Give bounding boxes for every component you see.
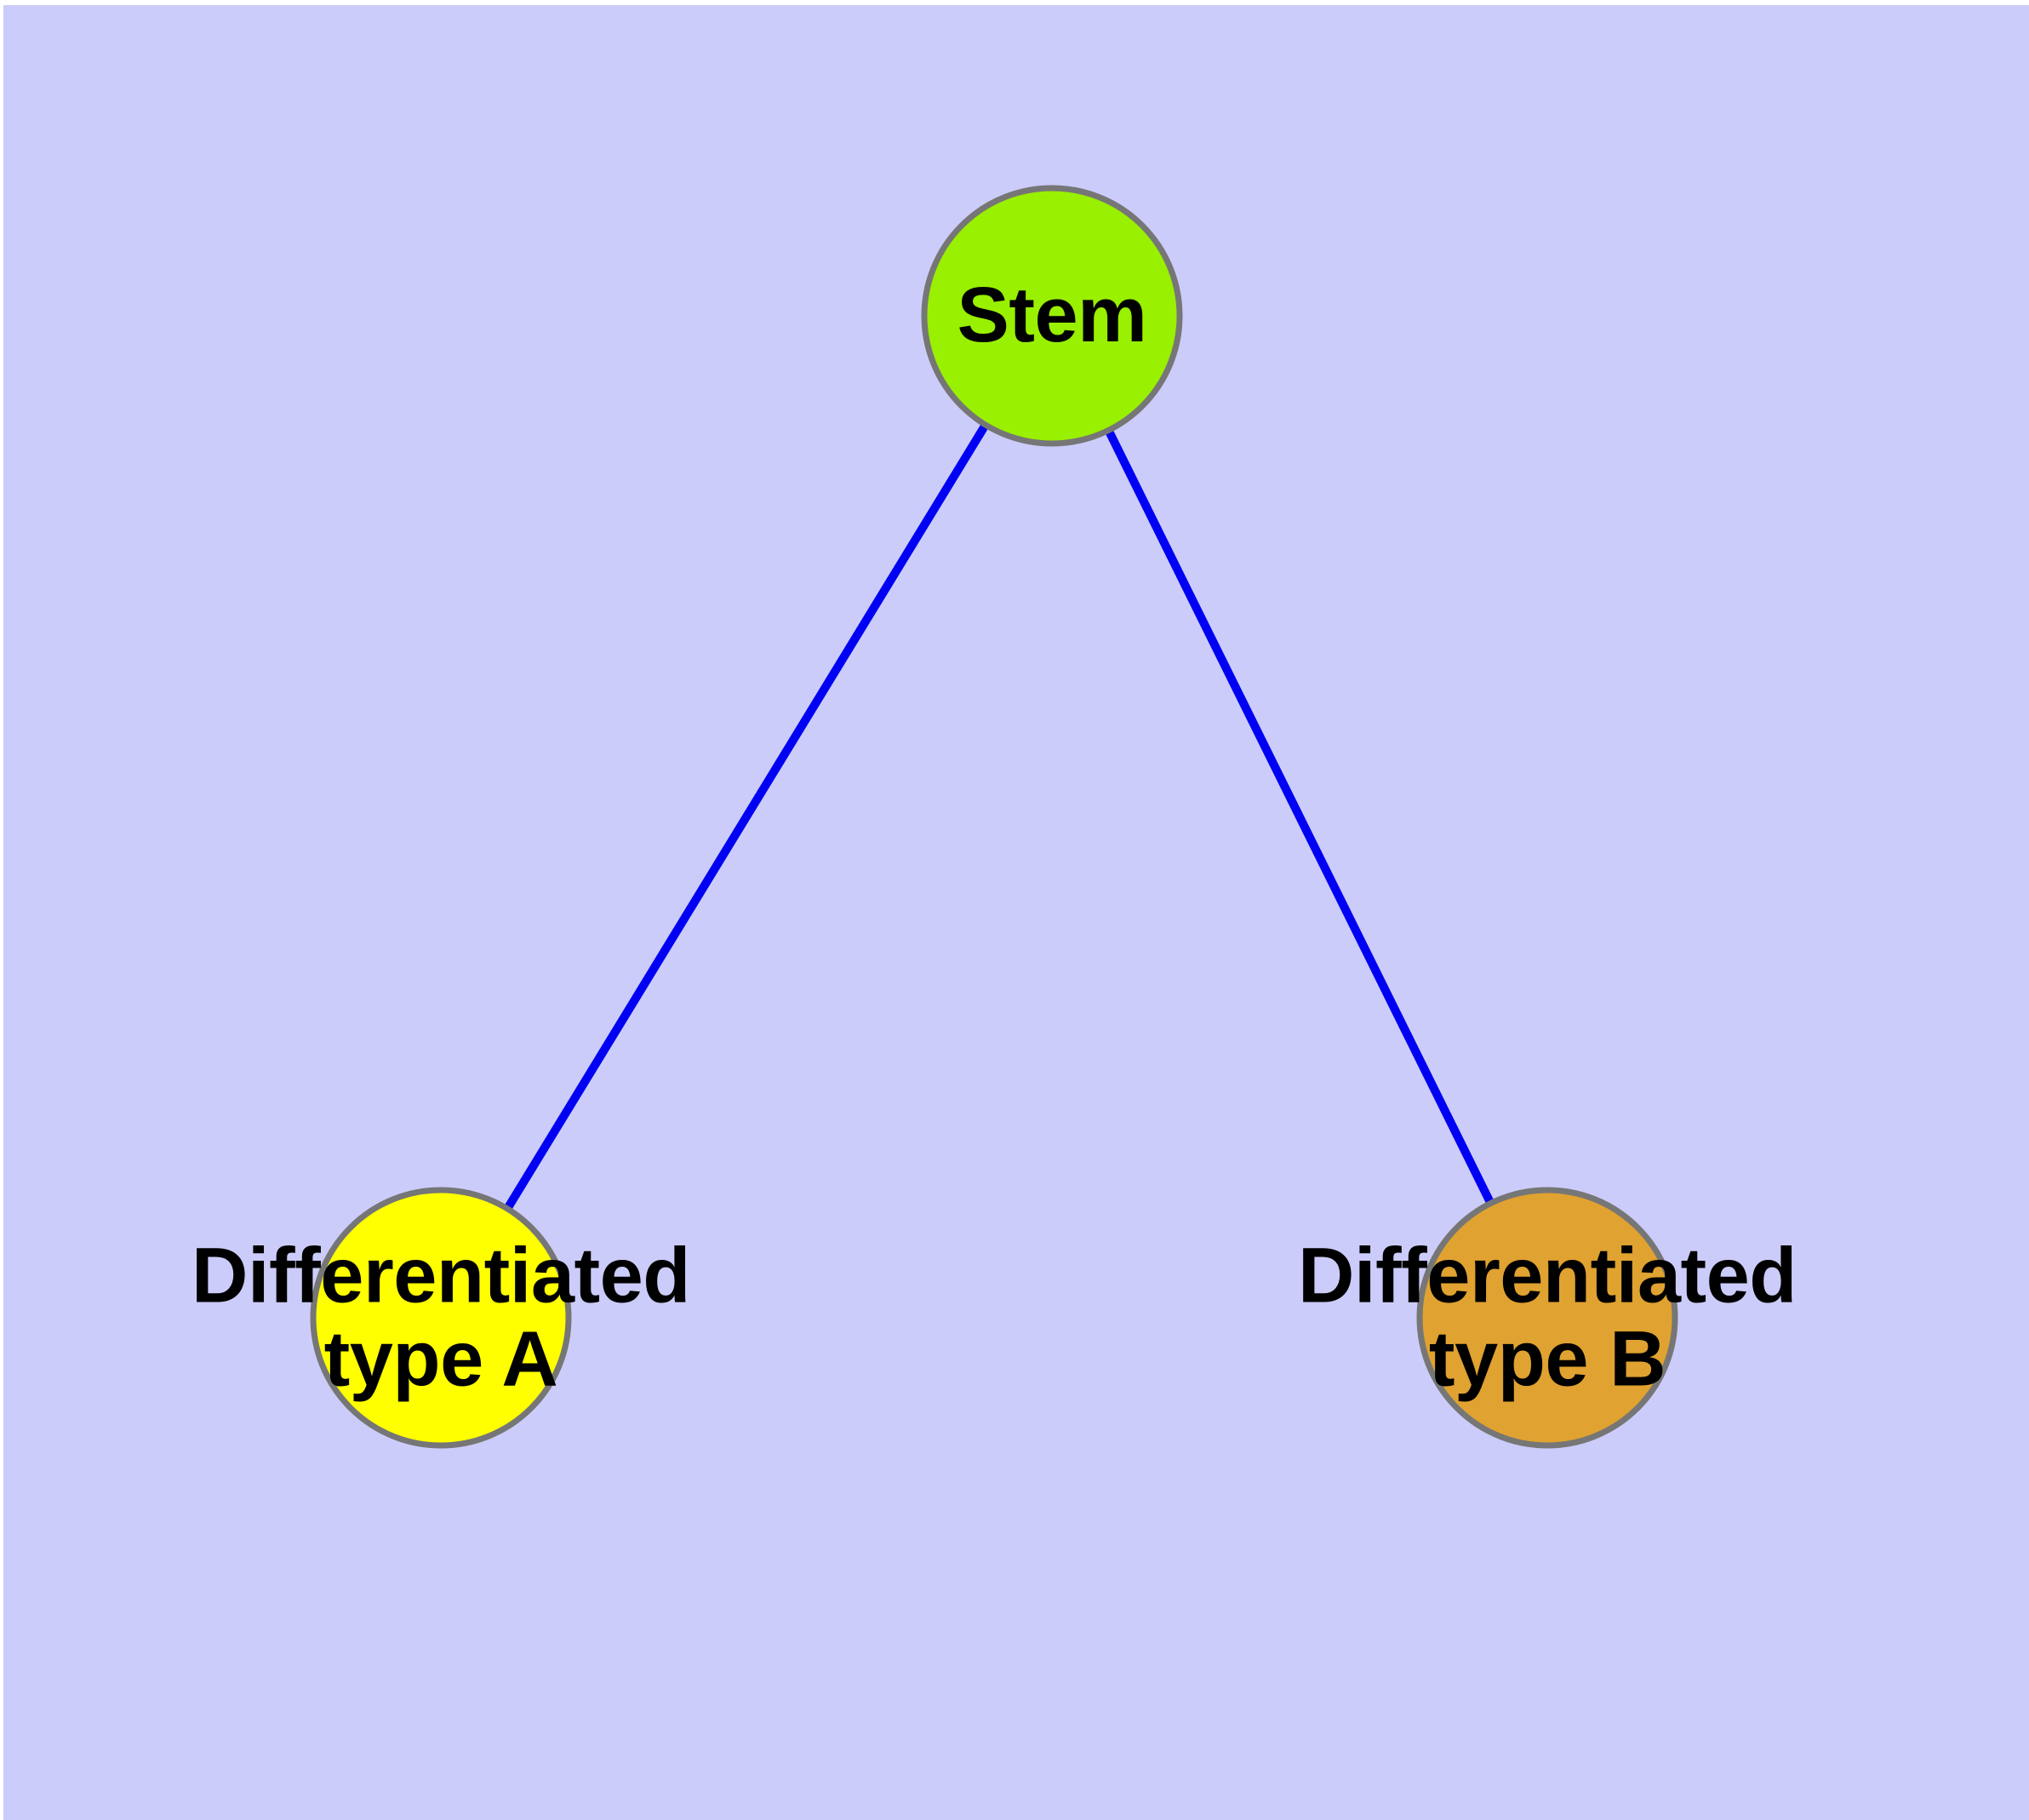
node-label-line: Differentiated	[191, 1232, 690, 1319]
node-label-line: type B	[1428, 1315, 1666, 1402]
node-label-line: Differentiated	[1298, 1232, 1797, 1319]
node-label-line: Stem	[957, 272, 1147, 359]
node-label-line: type A	[323, 1315, 558, 1402]
node-label-stem: Stem	[957, 274, 1147, 358]
